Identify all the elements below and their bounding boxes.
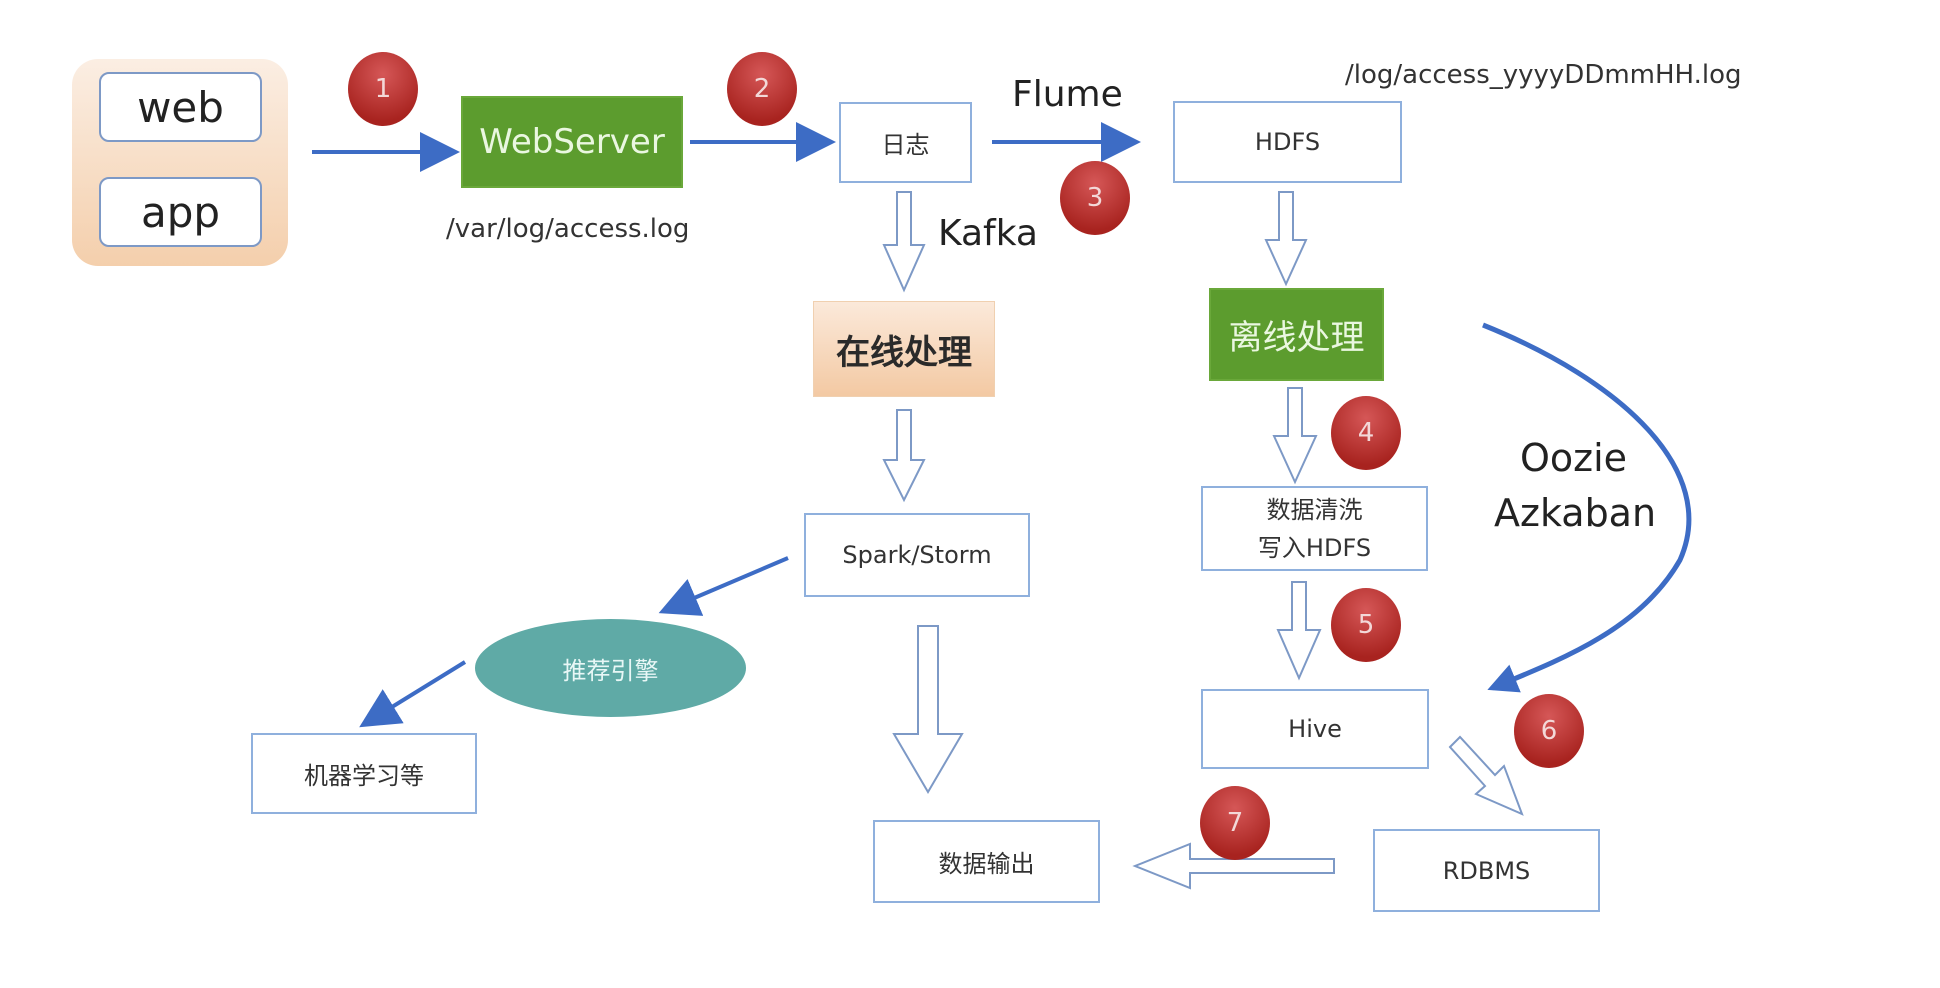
step-badge-4: 4 <box>1331 396 1401 470</box>
flume-label: Flume <box>1012 74 1123 115</box>
data-output-node[interactable]: 数据输出 <box>873 820 1100 903</box>
step-badge-3: 3 <box>1060 161 1130 235</box>
online-processing-node[interactable]: 在线处理 <box>813 301 995 397</box>
rdbms-node[interactable]: RDBMS <box>1373 829 1600 912</box>
webserver-node[interactable]: WebServer <box>461 96 683 188</box>
hdfs-node[interactable]: HDFS <box>1173 101 1402 183</box>
scheduler-label-oozie: Oozie <box>1520 436 1628 480</box>
hive-node[interactable]: Hive <box>1201 689 1429 769</box>
app-client-box[interactable]: app <box>99 177 262 247</box>
scheduler-label-azkaban: Azkaban <box>1494 491 1657 535</box>
hollow-arrow-hdfs-to-offline <box>1264 191 1308 287</box>
access-log-path-label: /var/log/access.log <box>446 214 690 244</box>
hollow-arrow-clean-to-hive <box>1276 581 1322 681</box>
data-cleaning-line2: 写入HDFS <box>1257 533 1372 562</box>
spark-storm-node[interactable]: Spark/Storm <box>804 513 1030 597</box>
hollow-arrow-online-to-spark <box>882 409 926 503</box>
hollow-arrow-rdbms-to-output <box>1132 842 1335 890</box>
hollow-arrow-offline-to-clean <box>1272 387 1318 485</box>
hollow-arrow-log-to-online <box>882 191 926 293</box>
data-cleaning-line1: 数据清洗 <box>1266 495 1363 524</box>
step-badge-6: 6 <box>1514 694 1584 768</box>
step-badge-1: 1 <box>348 52 418 126</box>
web-client-box[interactable]: web <box>99 72 262 142</box>
data-cleaning-node[interactable]: 数据清洗 写入HDFS <box>1201 486 1428 571</box>
hollow-arrow-hive-to-rdbms <box>1448 735 1524 816</box>
offline-processing-node[interactable]: 离线处理 <box>1209 288 1384 381</box>
hollow-arrow-spark-to-output <box>892 625 964 794</box>
arrow-spark-to-recommend <box>658 556 789 616</box>
step-badge-5: 5 <box>1331 588 1401 662</box>
arrow-scheduler-curve <box>1482 322 1692 693</box>
ml-node[interactable]: 机器学习等 <box>251 733 477 814</box>
kafka-label: Kafka <box>938 213 1038 254</box>
arrow-recommend-to-ml <box>359 660 467 728</box>
recommend-engine-node[interactable]: 推荐引擎 <box>475 619 746 717</box>
hdfs-log-path-label: /log/access_yyyyDDmmHH.log <box>1345 60 1742 90</box>
step-badge-7: 7 <box>1200 786 1270 860</box>
log-node[interactable]: 日志 <box>839 102 972 183</box>
step-badge-2: 2 <box>727 52 797 126</box>
